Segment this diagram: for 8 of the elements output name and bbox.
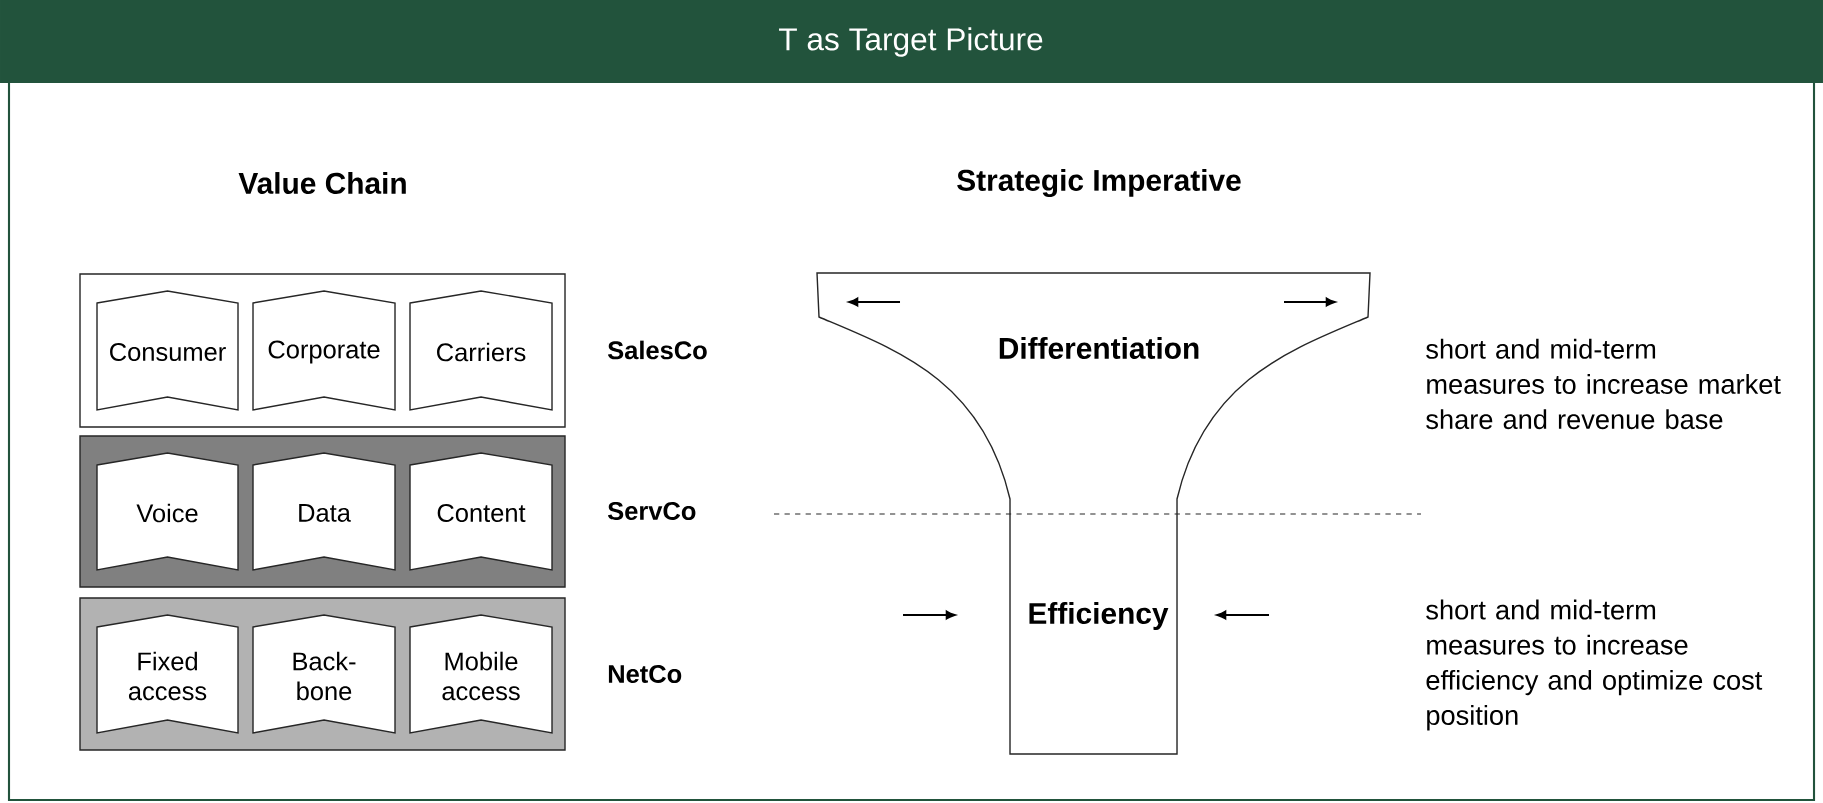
layer-label: ServCo [607, 501, 696, 520]
header-bar: T as Target Picture [0, 0, 1823, 83]
section-heading: Value Chain [238, 172, 406, 194]
section-heading: Strategic Imperative [957, 169, 1241, 197]
description-text: short and mid-term measures to increase market share and revenue base [1426, 338, 1781, 430]
layer-label: SalesCo [607, 340, 707, 360]
layer-label: NetCo [608, 664, 682, 683]
description-text: short and mid-term measures to increase efficiency and optimize cost position [1426, 599, 1763, 731]
